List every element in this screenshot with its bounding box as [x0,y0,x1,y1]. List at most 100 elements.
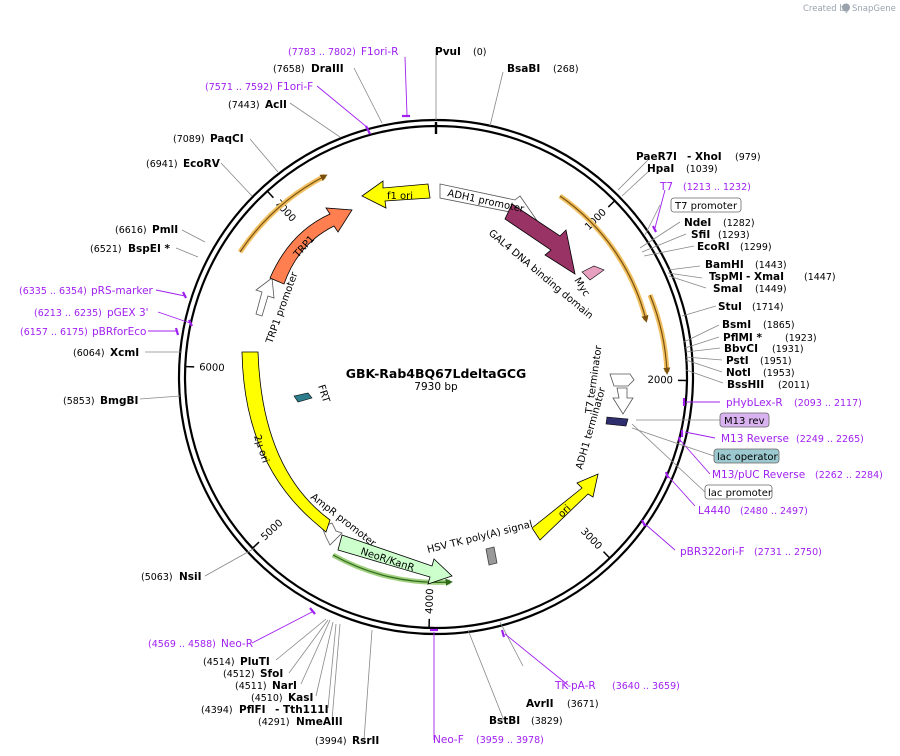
site-label: XcmI [110,347,139,359]
site-coord: (1931) [772,344,804,355]
feature-frt [293,392,313,403]
site-label: SfiI [691,229,710,241]
site-coord: (3994) [315,736,347,747]
site-label: NsiI [179,571,202,583]
plasmid-name: GBK-Rab4BQ67LdeltaGCG [346,366,527,381]
orf-arcs [237,173,671,586]
enzyme-sites: PvuI (0) BsaBI (268) PaeR7I - XhoI (979)… [63,46,836,747]
site-coord: (4394) [201,705,233,716]
label-frt: FRT [315,384,331,405]
site-coord: (268) [553,64,579,75]
primer-coord: (2731 .. 2750) [754,547,822,558]
primer-label: M13/pUC Reverse [712,469,805,481]
site-label: PflFI [239,704,266,716]
site-label: - Tth111I [275,704,329,716]
tick-mark [251,541,260,549]
tick-label: 4000 [424,588,436,614]
feature-hsv-tk [485,546,498,566]
tick-mark [607,200,616,208]
site-label: EcoRI [697,241,730,253]
site-coord: (1039) [686,164,718,175]
site-coord: (1714) [752,302,784,313]
site-label: EcoRV [183,158,221,170]
site-label: PflMI * [723,332,762,344]
site-label: PstI [726,355,749,367]
snapgene-credit: Created by SnapGene [803,3,896,14]
feature-f1-ori [361,180,431,209]
box-t7-promoter [670,197,742,213]
site-coord: (1923) [785,333,817,344]
feature-trp1-promoter [255,277,275,317]
site-coord: (2011) [778,380,810,391]
primer-coord: (3959 .. 3978) [476,735,544,746]
site-coord: (3829) [531,716,563,727]
site-label: DraIII [311,63,344,75]
site-coord: (4511) [235,681,267,692]
site-coord: (1293) [718,230,750,241]
feature-lac-mark [605,416,629,427]
primer-label: L4440 [698,505,731,517]
primer-coord: (2093 .. 2117) [794,398,862,409]
credit-text: Created by [803,4,850,14]
primer-coord: (2262 .. 2284) [815,470,883,481]
site-coord: (4514) [203,657,235,668]
site-coord: (1299) [740,242,772,253]
site-coord: (7658) [273,64,305,75]
tick-mark [602,551,611,559]
tick-mark [266,190,274,199]
feature-2u-ori [241,351,331,533]
site-coord: (7443) [228,100,260,111]
primer-coord: (2480 .. 2497) [740,506,808,517]
site-coord: (6521) [90,244,122,255]
primer-coord: (7571 .. 7592) [205,82,273,93]
site-label: PluTI [240,656,270,668]
box-label: lac operator [717,452,778,463]
site-coord: (1443) [755,260,787,271]
site-label: PvuI [435,46,461,58]
tick-label: 6000 [199,362,225,374]
feature-ori [531,473,599,541]
box-label: T7 promoter [674,201,738,212]
site-label: BamHI [705,259,744,271]
tick-label: 5000 [259,518,285,543]
tick-label: 3000 [578,526,604,552]
plasmid-title: GBK-Rab4BQ67LdeltaGCG 7930 bp [346,366,527,393]
primer-coord: (6335 .. 6354) [19,286,87,297]
site-label: StuI [718,301,742,313]
primer-label: M13 Reverse [721,433,789,445]
site-coord: (979) [735,152,761,163]
site-label: - XhoI [687,151,722,163]
site-coord: (3671) [567,699,599,710]
site-label: BsmI [722,319,751,331]
box-m13-rev [719,412,770,428]
site-label: BspEI * [128,243,171,255]
site-label: NarI [272,680,297,692]
site-coord: (1865) [763,320,795,331]
site-label: BmgBI [100,395,138,407]
site-label: BsaBI [507,63,540,75]
primer-label: pBR322ori-F [680,546,745,558]
site-label: BstBI [489,715,520,727]
site-label: SmaI [713,283,743,295]
site-coord: (6064) [73,348,105,359]
feature-adh1-terminator [612,387,634,415]
primer-label: pBRforEco [92,326,146,338]
site-label: AclI [265,99,287,111]
site-coord: (6616) [115,225,147,236]
label-f1-ori: f1 ori [387,191,413,202]
credit-brand: SnapGene [852,4,896,14]
primer-label: TK-pA-R [554,680,596,692]
site-label: PaqCI [210,133,244,145]
primer-label: pRS-marker [91,285,154,297]
primer-label: F1ori-F [277,81,313,93]
box-label: lac promoter [708,488,773,499]
site-coord: (4291) [258,717,290,728]
site-label: TspMI [709,271,743,283]
site-label: NmeAIII [296,716,343,728]
features [241,180,635,585]
site-coord: (5853) [63,396,95,407]
primer-label: F1ori-R [361,46,398,58]
primer-coord: (4569 .. 4588) [148,639,216,650]
primer-coord: (6157 .. 6175) [20,327,88,338]
site-label: HpaI [647,163,674,175]
